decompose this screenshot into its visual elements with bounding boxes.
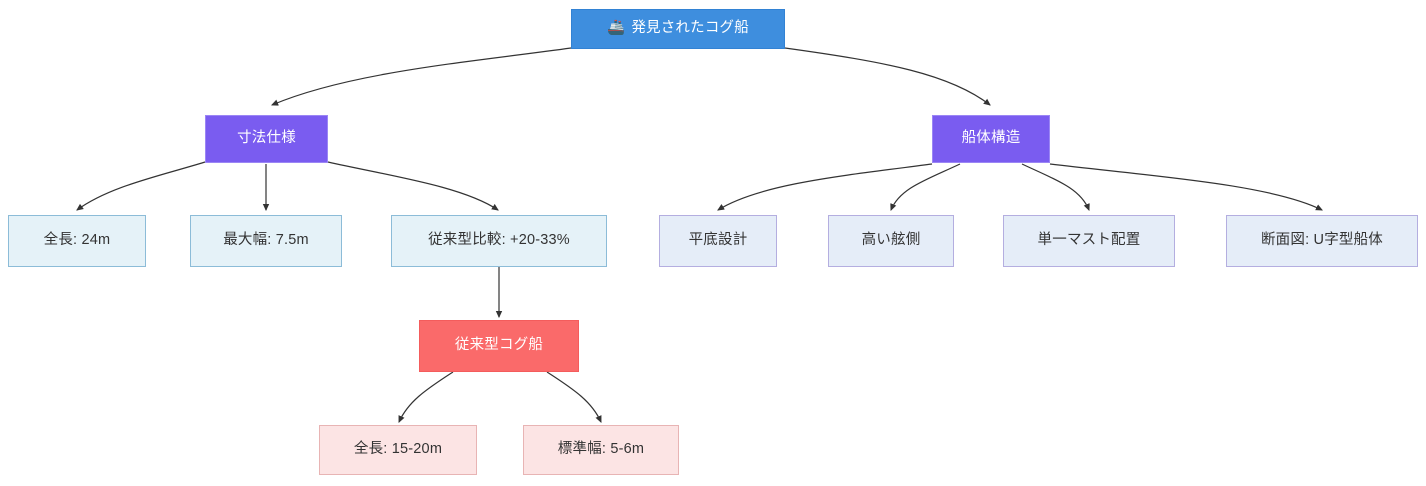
node-beam[interactable]: 最大幅: 7.5m (190, 215, 342, 267)
node-cross-section[interactable]: 断面図: U字型船体 (1226, 215, 1418, 267)
edge-hull-to-flat-bottom (717, 163, 933, 211)
node-dimensions[interactable]: 寸法仕様 (205, 115, 328, 163)
edge-traditional-cog-to-trad-beam (546, 371, 602, 423)
node-beam-label: 最大幅: 7.5m (223, 232, 309, 249)
node-cross-section-label: 断面図: U字型船体 (1260, 232, 1384, 249)
edge-traditional-cog-to-trad-length (398, 371, 454, 423)
edge-hull-to-cross-section (1049, 163, 1323, 211)
node-dimensions-label: 寸法仕様 (237, 130, 296, 147)
node-traditional-cog[interactable]: 従来型コグ船 (419, 320, 579, 372)
node-traditional-cog-label: 従来型コグ船 (454, 337, 544, 354)
node-hull[interactable]: 船体構造 (932, 115, 1050, 163)
node-high-freeboard-label: 高い舷側 (861, 232, 921, 249)
node-flat-bottom[interactable]: 平底設計 (659, 215, 777, 267)
node-length-label: 全長: 24m (43, 232, 111, 249)
node-comparison[interactable]: 従来型比較: +20-33% (391, 215, 607, 267)
node-trad-length-label: 全長: 15-20m (353, 441, 443, 458)
edge-hull-to-high-freeboard (890, 163, 961, 211)
node-trad-length[interactable]: 全長: 15-20m (319, 425, 477, 475)
node-comparison-label: 従来型比較: +20-33% (428, 232, 570, 249)
edge-dimensions-to-length (76, 161, 206, 211)
node-root-label: 発見されたコグ船 (631, 20, 749, 37)
node-root[interactable]: 🚢 発見されたコグ船 (571, 9, 785, 49)
node-high-freeboard[interactable]: 高い舷側 (828, 215, 954, 267)
edge-hull-to-single-mast (1021, 163, 1090, 211)
node-single-mast[interactable]: 単一マスト配置 (1003, 215, 1175, 267)
edge-root-to-dimensions (271, 47, 572, 106)
node-length[interactable]: 全長: 24m (8, 215, 146, 267)
node-hull-label: 船体構造 (961, 130, 1021, 147)
node-trad-beam[interactable]: 標準幅: 5-6m (523, 425, 679, 475)
edge-root-to-hull (784, 47, 991, 106)
ship-icon: 🚢 (607, 20, 626, 37)
edge-dimensions-to-comparison (327, 161, 499, 211)
node-single-mast-label: 単一マスト配置 (1037, 232, 1141, 249)
node-trad-beam-label: 標準幅: 5-6m (557, 441, 645, 458)
node-flat-bottom-label: 平底設計 (688, 232, 748, 249)
